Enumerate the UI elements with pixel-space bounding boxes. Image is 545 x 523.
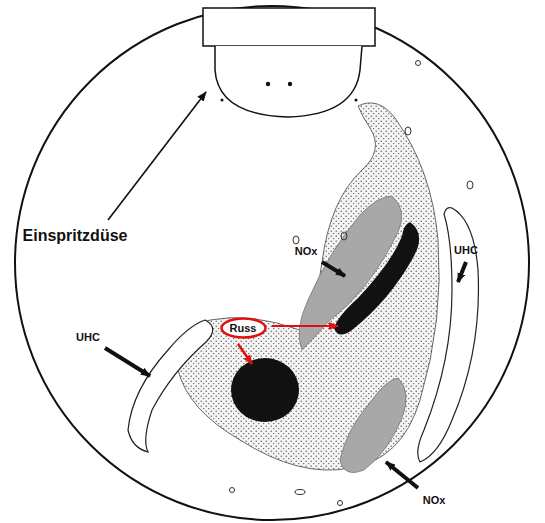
droplet bbox=[341, 232, 347, 240]
droplet bbox=[416, 61, 421, 66]
emission-label: UHC bbox=[454, 244, 478, 256]
cylinder-bore bbox=[15, 6, 529, 520]
droplet bbox=[405, 127, 411, 135]
injector-nozzle bbox=[215, 46, 362, 117]
emission-label: NOx bbox=[295, 245, 318, 257]
nox-zone bbox=[340, 378, 406, 472]
uhc-zone bbox=[418, 208, 479, 462]
uhc-zone bbox=[128, 320, 213, 452]
leader-arrow bbox=[386, 462, 418, 488]
leader-arrow bbox=[322, 262, 345, 276]
droplet bbox=[293, 236, 299, 244]
node-text: Russ bbox=[220, 322, 267, 334]
leader-arrow bbox=[458, 262, 466, 282]
emission-label: UHC bbox=[76, 331, 100, 343]
leader-arrow bbox=[238, 344, 252, 364]
part-label: Einspritzdüse bbox=[23, 227, 128, 245]
droplet bbox=[338, 501, 343, 506]
leader-arrow bbox=[105, 348, 150, 376]
leader-arrow bbox=[272, 325, 338, 327]
emission-label: NOx bbox=[423, 494, 446, 506]
droplet bbox=[230, 488, 235, 493]
soot-zone bbox=[334, 222, 419, 335]
soot-zone bbox=[231, 358, 299, 422]
droplet bbox=[295, 490, 305, 495]
droplet bbox=[467, 181, 473, 189]
injector-body bbox=[203, 8, 375, 46]
callout-ellipse: Russ bbox=[220, 317, 267, 339]
leader-arrow bbox=[108, 92, 206, 220]
